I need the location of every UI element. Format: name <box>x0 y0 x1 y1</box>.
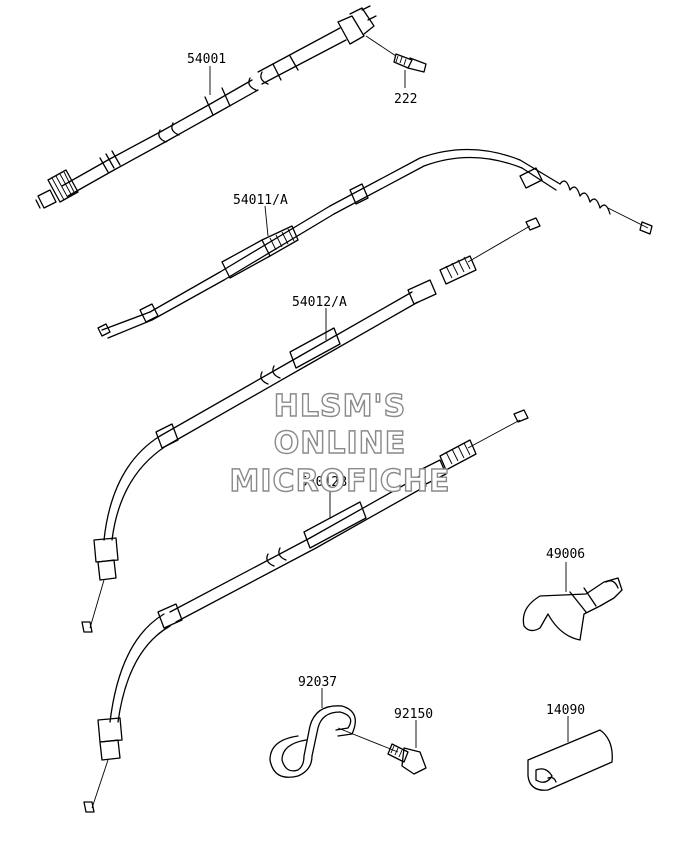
watermark-line-2: ONLINE <box>274 426 407 461</box>
watermark-line-3: MICROFICHE <box>230 464 451 499</box>
part-label-54012a[interactable]: 54012/A <box>292 295 347 310</box>
leader-54011a <box>264 205 269 237</box>
clamp-92037[interactable] <box>269 705 356 778</box>
screw-222[interactable] <box>365 35 427 73</box>
part-label-54011a[interactable]: 54011/A <box>233 193 288 208</box>
part-label-92150[interactable]: 92150 <box>394 707 433 722</box>
speedometer-cable-54001[interactable] <box>35 5 377 209</box>
watermark-line-1: HLSM'S <box>274 389 406 424</box>
part-label-49006[interactable]: 49006 <box>546 547 585 562</box>
throttle-cable-54012a[interactable] <box>81 217 541 633</box>
part-label-54001[interactable]: 54001 <box>187 52 226 67</box>
part-label-14090[interactable]: 14090 <box>546 703 585 718</box>
part-label-54012b[interactable]: 54012B <box>300 475 347 490</box>
cap-14090[interactable] <box>527 729 613 791</box>
part-label-92037[interactable]: 92037 <box>298 675 337 690</box>
bolt-92150[interactable] <box>337 727 427 775</box>
throttle-cable-54012b[interactable] <box>83 409 529 813</box>
part-label-222[interactable]: 222 <box>394 92 417 107</box>
throttle-cable-54011a[interactable] <box>97 148 653 339</box>
cable-boot-49006[interactable] <box>522 577 623 641</box>
